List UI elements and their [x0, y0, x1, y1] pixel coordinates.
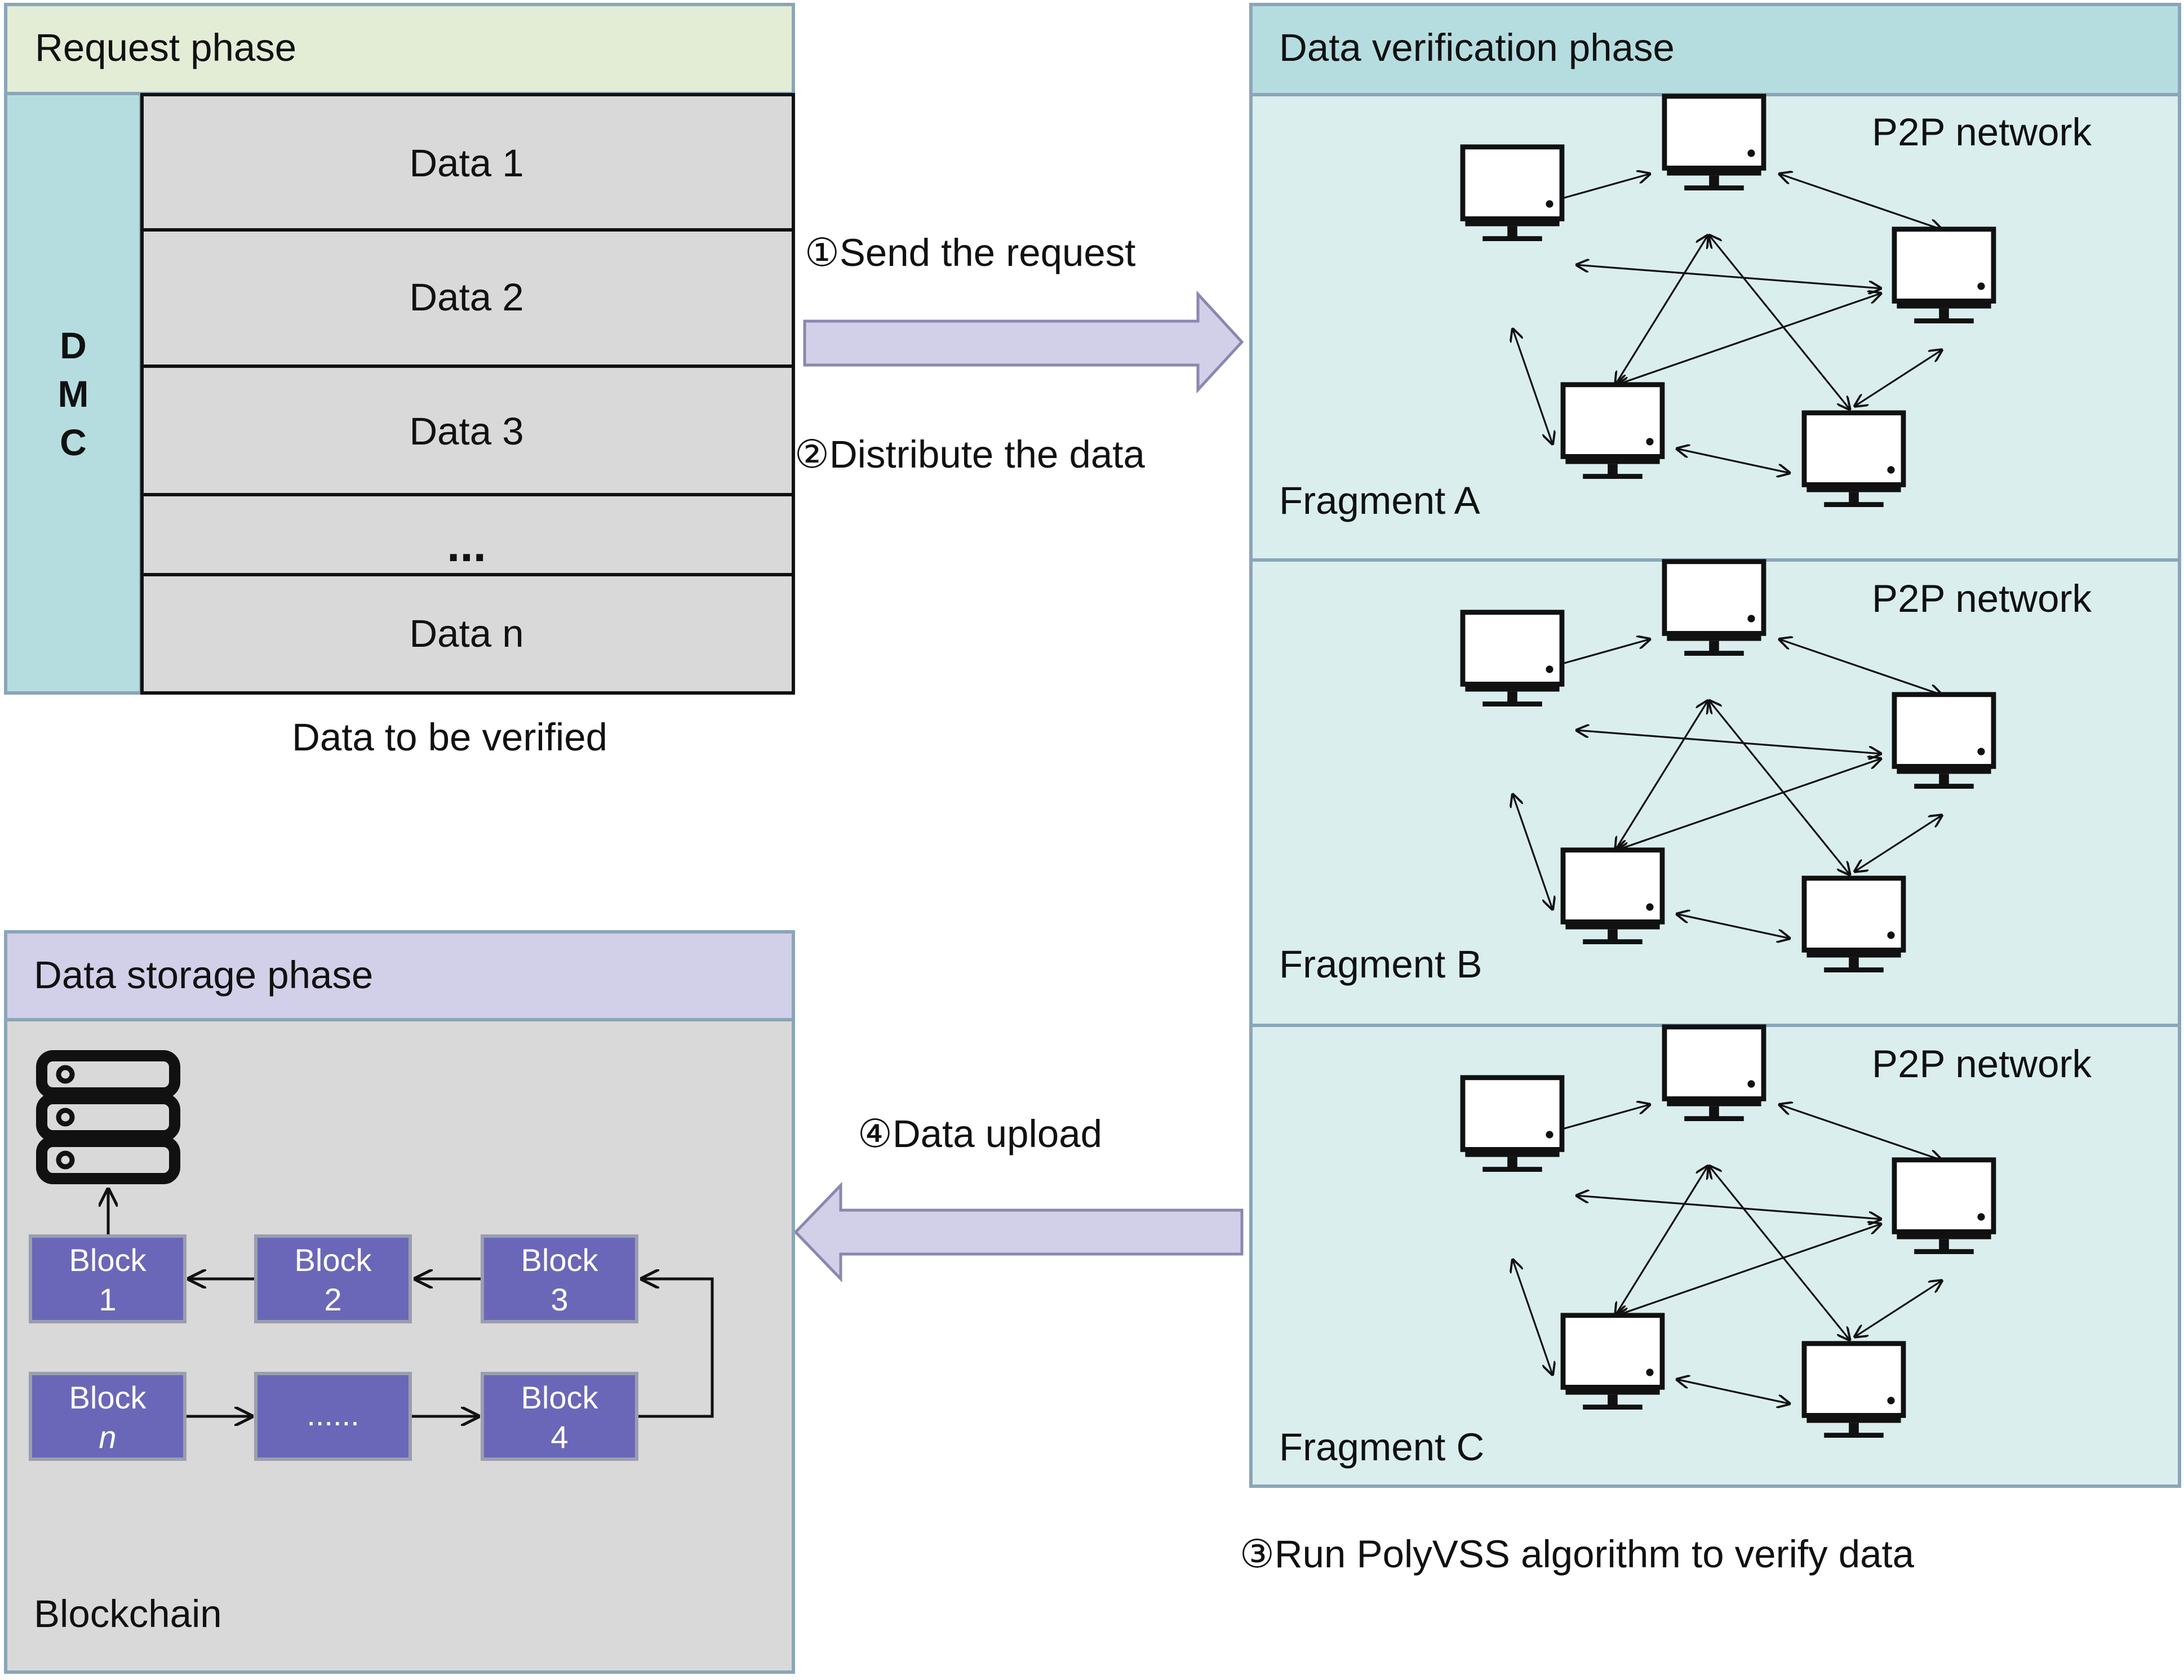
block-ellipsis: ...... — [254, 1372, 412, 1461]
storage-caption: Blockchain — [34, 1592, 222, 1635]
data-list — [140, 93, 795, 695]
network-links — [1512, 174, 1943, 473]
p2p-network-graph — [1460, 94, 1996, 507]
svg-text:3: 3 — [551, 1282, 568, 1317]
computer-node-icon — [1801, 410, 1906, 507]
network-links — [1512, 639, 1943, 939]
verification-phase-panel: Data verification phase P2P network Frag… — [1249, 3, 2181, 1488]
computer-node-icon — [1892, 226, 1996, 323]
data-row — [140, 493, 795, 576]
chain-links — [108, 1188, 714, 1416]
left-arrow — [793, 1181, 1244, 1283]
storage-phase-header — [4, 930, 795, 1021]
fragment-name: Fragment A — [1279, 479, 1480, 522]
svg-text:Block: Block — [521, 1380, 599, 1415]
block-1: Block 1 — [29, 1234, 187, 1323]
verification-phase-title: Data verification phase — [1279, 26, 1675, 69]
data-row-label: Data 2 — [409, 275, 523, 319]
request-phase-panel: Request phase D M C Data 1 Data 2 Data 3… — [4, 3, 795, 759]
computer-node-icon — [1801, 875, 1906, 972]
data-row-label: Data n — [409, 612, 523, 655]
svg-text:Block: Block — [69, 1242, 147, 1278]
database-server-icon — [36, 1050, 180, 1184]
svg-text:Block: Block — [521, 1242, 599, 1278]
p2p-network-label: P2P network — [1872, 1042, 2092, 1086]
svg-text:2: 2 — [324, 1282, 341, 1317]
dmc-letter-m: M — [58, 373, 89, 415]
step-data-upload: ④Data upload — [858, 1112, 1102, 1155]
computer-node-icon — [1460, 610, 1565, 706]
storage-phase-title: Data storage phase — [34, 953, 373, 997]
svg-text:1: 1 — [99, 1282, 116, 1317]
verification-phase-header — [1249, 3, 2181, 96]
storage-phase-body — [4, 1018, 795, 1674]
computer-node-icon — [1662, 1024, 1766, 1121]
computer-node-icon — [1560, 382, 1665, 479]
dmc-letter-d: D — [60, 325, 87, 366]
svg-text:Block: Block — [295, 1242, 372, 1278]
svg-text:4: 4 — [551, 1419, 568, 1455]
computer-node-icon — [1892, 692, 1996, 789]
block-2: Block 2 — [254, 1234, 412, 1323]
data-row — [140, 573, 795, 695]
computer-node-icon — [1560, 847, 1665, 944]
request-caption: Data to be verified — [292, 715, 607, 759]
p2p-network-label: P2P network — [1872, 577, 2092, 620]
fragment-name: Fragment B — [1279, 943, 1482, 986]
p2p-network-graph — [1460, 559, 1996, 972]
computer-node-icon — [1460, 144, 1565, 241]
svg-text:......: ...... — [307, 1397, 359, 1432]
data-row-ellipsis: ... — [447, 518, 486, 571]
block-4: Block 4 — [481, 1372, 638, 1461]
computer-node-icon — [1662, 94, 1766, 190]
svg-text:Block: Block — [69, 1380, 147, 1415]
block-3: Block 3 — [481, 1234, 638, 1323]
p2p-network-label: P2P network — [1872, 110, 2092, 154]
network-links — [1512, 1104, 1943, 1404]
step-distribute-data: ②Distribute the data — [794, 433, 1145, 476]
computer-node-icon — [1801, 1341, 1906, 1438]
data-row-label: Data 3 — [409, 410, 523, 453]
computer-node-icon — [1892, 1157, 1996, 1254]
request-phase-title: Request phase — [35, 26, 296, 69]
storage-phase-panel: Data storage phase Block 1 Block 2 — [4, 930, 795, 1674]
p2p-network-graph — [1460, 1024, 1996, 1438]
fragment-name: Fragment C — [1279, 1425, 1484, 1469]
block-n: Block n — [29, 1372, 187, 1461]
computer-node-icon — [1460, 1075, 1565, 1172]
step-send-request: ①Send the request — [805, 231, 1135, 274]
data-row — [140, 93, 795, 232]
data-row — [140, 228, 795, 368]
data-row-label: Data 1 — [409, 141, 523, 185]
computer-node-icon — [1662, 559, 1766, 656]
dmc-bar — [4, 92, 143, 695]
computer-node-icon — [1560, 1313, 1665, 1410]
svg-text:n: n — [99, 1419, 116, 1455]
dmc-letter-c: C — [60, 421, 87, 463]
step-run-polyvss: ③Run PolyVSS algorithm to verify data — [1240, 1532, 1915, 1576]
right-arrow — [803, 290, 1244, 394]
request-phase-header — [4, 3, 795, 95]
